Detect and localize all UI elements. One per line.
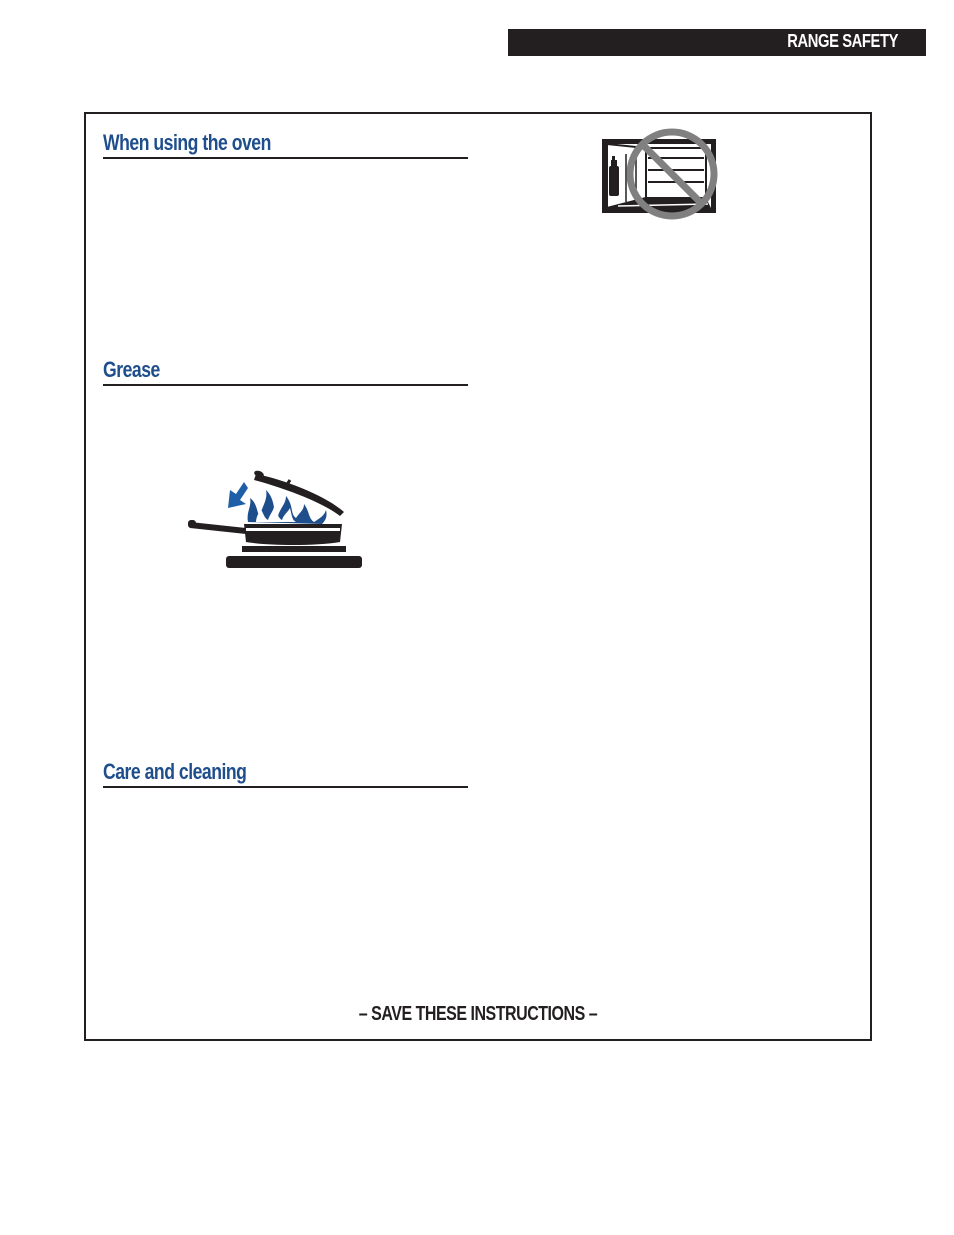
save-instructions-text: – SAVE THESE INSTRUCTIONS – [358,1003,598,1025]
header-bar: RANGE SAFETY [508,29,926,56]
section-heading-text: When using the oven [103,130,271,155]
no-aerosol-in-oven-icon [602,128,718,220]
arrow-down-icon [228,482,248,508]
section-heading-text: Grease [103,357,160,382]
covered-pan-fire-icon [188,470,362,568]
section-heading-oven: When using the oven [103,127,468,159]
content-frame [84,112,872,1041]
page-title: RANGE SAFETY [787,31,898,51]
save-instructions-note: – SAVE THESE INSTRUCTIONS – [84,1003,872,1026]
section-heading-grease: Grease [103,354,468,386]
section-heading-text: Care and cleaning [103,759,247,784]
section-heading-care: Care and cleaning [103,756,468,788]
